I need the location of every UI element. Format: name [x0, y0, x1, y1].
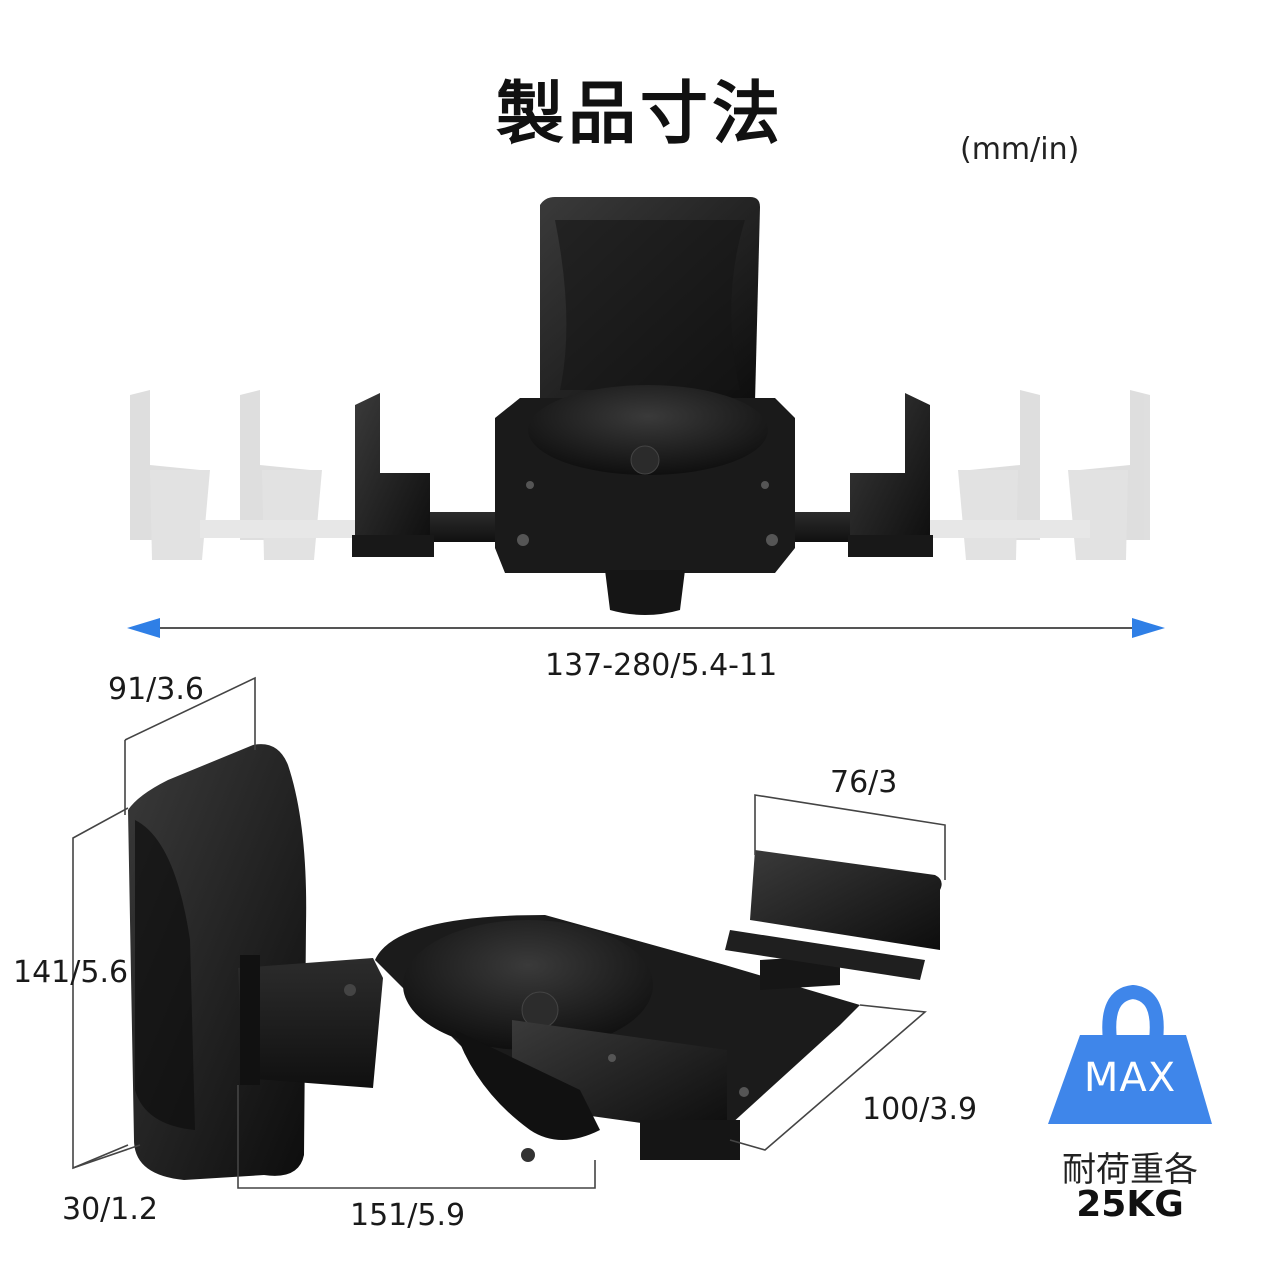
width-range-label: 137-280/5.4-11	[545, 648, 778, 683]
dimension-lines	[72, 676, 946, 1189]
width-arrow	[127, 618, 1165, 638]
top-view-bracket	[130, 197, 1150, 615]
weight-icon	[1048, 984, 1212, 1124]
side-view-bracket	[128, 744, 942, 1180]
arm-length-label: 151/5.9	[350, 1198, 466, 1233]
unit-label: (mm/in)	[960, 132, 1080, 167]
page-title: 製品寸法	[495, 75, 784, 154]
height-label: 141/5.6	[13, 955, 129, 990]
plate-depth-label: 100/3.9	[862, 1092, 978, 1127]
max-badge-label: MAX	[1083, 1055, 1177, 1101]
thickness-label: 30/1.2	[62, 1192, 158, 1227]
load-value: 25KG	[1076, 1184, 1184, 1225]
depth-top-label: 91/3.6	[108, 672, 204, 707]
clamp-width-label: 76/3	[830, 765, 898, 800]
load-caption: 耐荷重各	[1062, 1150, 1198, 1190]
